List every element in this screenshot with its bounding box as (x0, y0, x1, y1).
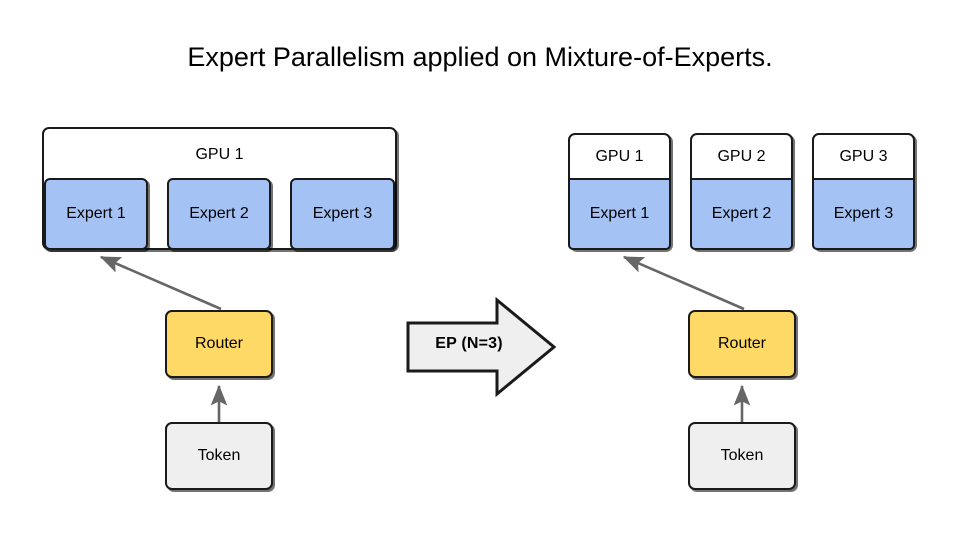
right-router-label: Router (717, 335, 767, 352)
right-expert-3-label: Expert 3 (833, 205, 894, 222)
right-expert-3[interactable]: Expert 3 (812, 178, 915, 250)
connector-right-router-to-expert1 (622, 255, 745, 311)
left-token-label: Token (197, 447, 241, 464)
ep-transform-arrow (405, 296, 557, 398)
right-expert-1[interactable]: Expert 1 (568, 178, 671, 250)
right-expert-2-label: Expert 2 (711, 205, 772, 222)
left-expert-1[interactable]: Expert 1 (44, 178, 148, 250)
left-expert-2-label: Expert 2 (189, 205, 249, 222)
right-expert-2[interactable]: Expert 2 (690, 178, 793, 250)
left-expert-3-label: Expert 3 (312, 205, 373, 222)
left-expert-1-label: Expert 1 (66, 205, 126, 222)
left-token-box[interactable]: Token (165, 422, 273, 490)
right-token-box[interactable]: Token (688, 422, 796, 490)
left-router-label: Router (194, 335, 244, 352)
right-expert-1-label: Expert 1 (589, 205, 650, 222)
right-router-box[interactable]: Router (688, 310, 796, 378)
ep-transform-label: EP (N=3) (435, 335, 503, 352)
right-gpu-1-label: GPU 1 (595, 148, 644, 165)
right-gpu-2-label: GPU 2 (717, 148, 766, 165)
left-router-box[interactable]: Router (165, 310, 273, 378)
block-arrow-right-icon (406, 296, 557, 398)
right-token-label: Token (720, 447, 764, 464)
page-title: Expert Parallelism applied on Mixture-of… (187, 42, 773, 72)
left-expert-3[interactable]: Expert 3 (290, 178, 395, 250)
left-expert-2[interactable]: Expert 2 (167, 178, 271, 250)
left-gpu-label: GPU 1 (195, 146, 244, 163)
right-gpu-3-label: GPU 3 (839, 148, 888, 165)
connector-left-router-to-expert1 (99, 255, 222, 311)
